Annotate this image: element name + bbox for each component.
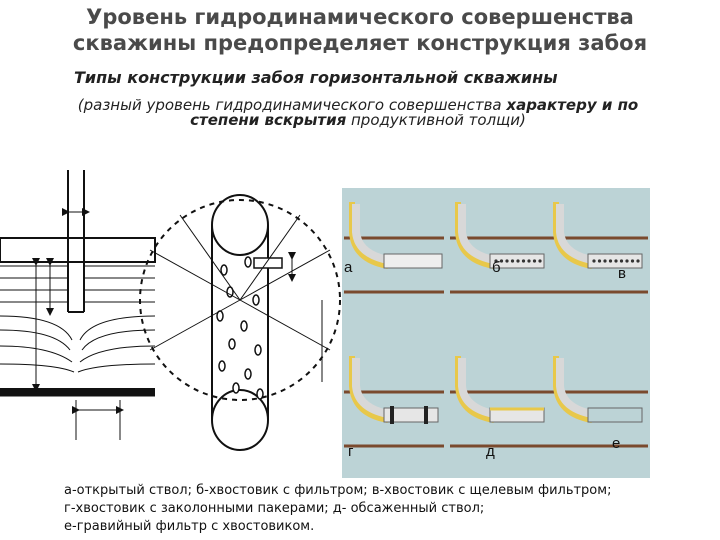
filter-hole	[614, 259, 618, 263]
page-title: Уровень гидродинамического совершенства …	[40, 4, 680, 56]
filter-hole	[516, 259, 520, 263]
filter-hole	[619, 259, 624, 263]
pipe-curve	[458, 204, 495, 264]
panel-label-gravel-pack: е	[612, 435, 620, 452]
filter-hole	[636, 259, 640, 263]
completion-cell-cased-hole: д	[450, 356, 550, 460]
filter-hole	[499, 259, 504, 263]
note-part-1: (разный уровень гидродинамического совер…	[77, 96, 507, 114]
completion-cell-slotted-liner: в	[548, 202, 648, 294]
title-line-2: скважины предопределяет конструкция забо…	[72, 31, 648, 55]
filter-hole	[608, 259, 613, 263]
note-bold-2: степени вскрытия	[190, 111, 347, 129]
packer	[424, 406, 428, 424]
note-bold-1: характеру и по	[506, 96, 639, 114]
completion-cell-liner-with-packers: г	[344, 356, 444, 460]
filter-hole	[505, 259, 509, 263]
filter-hole	[538, 259, 542, 263]
filter-hole	[532, 259, 537, 263]
pipe-curve	[556, 204, 593, 264]
filter-hole	[510, 259, 515, 263]
horizontal-section	[587, 407, 643, 423]
perforated-casing-drawing	[139, 194, 341, 451]
packer	[390, 406, 394, 424]
pipe-curve	[352, 358, 389, 418]
panel-label-slotted-liner: в	[618, 265, 626, 282]
filter-hole	[603, 259, 607, 263]
panel-label-open-hole: а	[344, 259, 353, 276]
filter-hole	[597, 259, 602, 263]
note-part-2: продуктивной толщи)	[346, 111, 526, 129]
panel-label-cased-hole: д	[486, 443, 495, 460]
filter-hole	[527, 259, 531, 263]
completion-types-panel: а б в г д е	[342, 188, 650, 478]
caption: а-открытый ствол; б-хвостовик с фильтром…	[64, 482, 704, 536]
completion-cell-open-hole: а	[344, 202, 444, 294]
completion-cell-gravel-pack: е	[548, 356, 648, 452]
completion-cell-liner-with-filter: б	[450, 202, 550, 294]
panel-label-liner-with-filter: б	[492, 259, 501, 276]
filter-hole	[625, 259, 629, 263]
panel-label-liner-with-packers: г	[348, 443, 354, 460]
pipe-curve	[352, 204, 389, 264]
horizontal-section	[383, 253, 443, 269]
pipe-curve	[458, 358, 495, 418]
caption-line-1: а-открытый ствол; б-хвостовик с фильтром…	[64, 483, 612, 498]
subtitle: Типы конструкции забоя горизонтальной ск…	[74, 68, 558, 87]
caption-line-2: г-хвостовик с заколонными пакерами; д- о…	[64, 501, 485, 516]
caption-line-3: е-гравийный фильтр с хвостовиком.	[64, 519, 315, 534]
filter-hole	[630, 259, 635, 263]
filter-hole	[592, 259, 596, 263]
note: (разный уровень гидродинамического совер…	[38, 98, 678, 128]
filter-hole	[494, 259, 498, 263]
vertical-well-section	[0, 170, 156, 440]
title-line-1: Уровень гидродинамического совершенства	[86, 5, 634, 29]
filter-hole	[521, 259, 526, 263]
pipe-curve	[556, 358, 593, 418]
